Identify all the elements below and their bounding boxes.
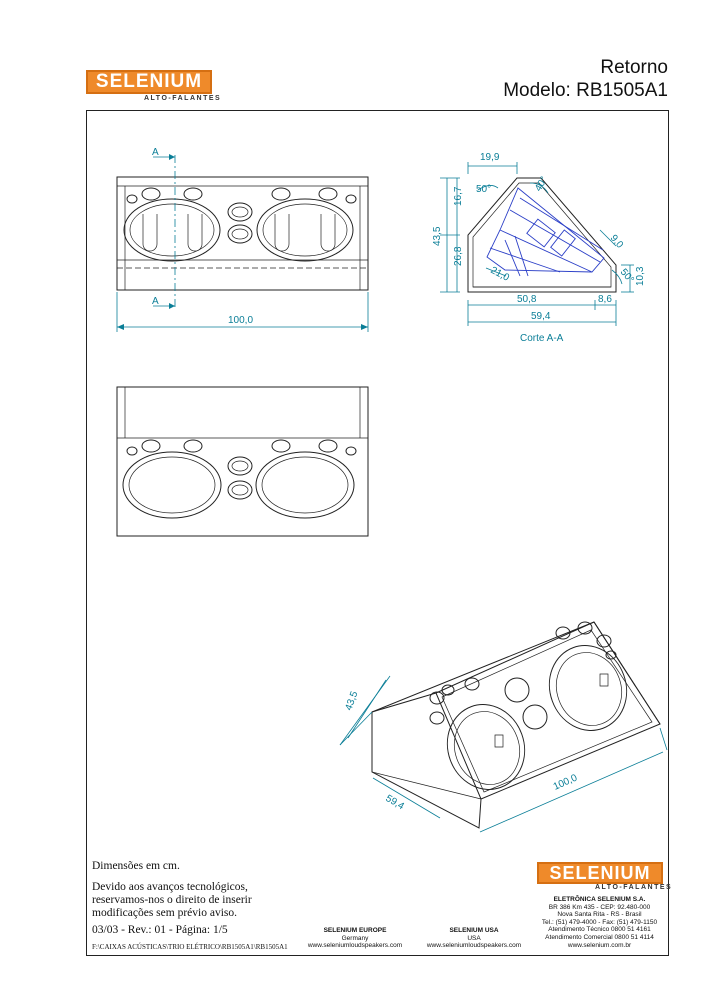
dim-base-inner: 50,8 [517, 294, 537, 305]
dim-right-height: 10,3 [635, 266, 646, 286]
dim-speaker-depth: 21,0 [489, 265, 512, 284]
top-view [116, 386, 369, 537]
company-name: ELETRÔNICA SELENIUM S.A. [553, 896, 646, 903]
footer-logo-subtitle: ALTO-FALANTES [595, 884, 673, 891]
iso-width-dim: 100,0 [552, 772, 580, 792]
front-width-dim: 100,0 [228, 315, 253, 326]
phone-line: Tel.: (51) 479-4000 - Fax: (51) 479-1150 [541, 918, 658, 926]
disclaimer-line-2: reservamos-nos o direito de inserir [92, 894, 252, 906]
section-mark-top: A [152, 147, 159, 158]
dim-base-offset: 8,6 [598, 294, 612, 305]
drawing-frame [86, 110, 669, 956]
section-mark-bottom: A [152, 296, 159, 307]
dim-top-width: 19,9 [480, 152, 500, 163]
tech-support-line: Atendimento Técnico 0800 51 4161 [548, 926, 651, 934]
europe-name: SELENIUM EUROPE [323, 927, 387, 934]
section-view: 19,9 16,7 43,5 26,8 50° 40° 9,0 21,0 50°… [432, 152, 646, 344]
usa-name: SELENIUM USA [449, 927, 499, 934]
sales-support-line: Atendimento Comercial 0800 51 4114 [545, 933, 654, 941]
disclaimer-line-1: Devido aos avanços tecnológicos, [92, 881, 248, 893]
dim-upper-height: 16,7 [453, 186, 464, 206]
disclaimer-line-3: modificações sem prévio aviso. [92, 907, 237, 919]
dim-lower-height: 26,8 [453, 246, 464, 266]
europe-country: Germany [341, 934, 369, 942]
model-title: Modelo: RB1505A1 [503, 80, 668, 101]
company-block: ELETRÔNICA SELENIUM S.A. BR 386 Km 435 -… [532, 896, 667, 949]
units-note: Dimensões em cm. [92, 860, 180, 872]
revision-info: 03/03 - Rev.: 01 - Página: 1/5 [92, 924, 228, 936]
address-line-1: BR 386 Km 435 - CEP: 92.480-000 [548, 903, 651, 911]
dim-base-total: 59,4 [531, 311, 551, 322]
speaker-section [486, 187, 605, 277]
isometric-view: 43,5 59,4 100,0 [339, 621, 668, 833]
dim-slope-depth: 9,0 [608, 233, 626, 251]
front-view: A A 100,0 [116, 147, 369, 332]
address-line-2: Nova Santa Rita - RS - Brasil [557, 911, 642, 919]
dim-angle-left: 50° [476, 184, 491, 195]
logo-subtitle: ALTO-FALANTES [144, 95, 222, 102]
iso-height-dim: 43,5 [343, 690, 360, 712]
usa-block: SELENIUM USA USA www.seleniumloudspeaker… [418, 927, 530, 950]
section-caption: Corte A-A [520, 333, 564, 344]
footer-selenium-logo: SELENIUM [537, 862, 663, 884]
dim-angle-right: 50° [618, 267, 636, 286]
website-line: www.selenium.com.br [567, 941, 632, 949]
dim-total-height: 43,5 [432, 226, 443, 246]
file-path: F:\CAIXAS ACÚSTICAS\TRIO ELÉTRICO\RB1505… [92, 943, 288, 951]
usa-country: USA [467, 934, 481, 942]
usa-url: www.seleniumloudspeakers.com [426, 942, 522, 950]
europe-url: www.seleniumloudspeakers.com [307, 942, 403, 950]
europe-block: SELENIUM EUROPE Germany www.seleniumloud… [296, 927, 414, 950]
page-title: Retorno [600, 57, 668, 78]
selenium-logo: SELENIUM [86, 70, 212, 94]
